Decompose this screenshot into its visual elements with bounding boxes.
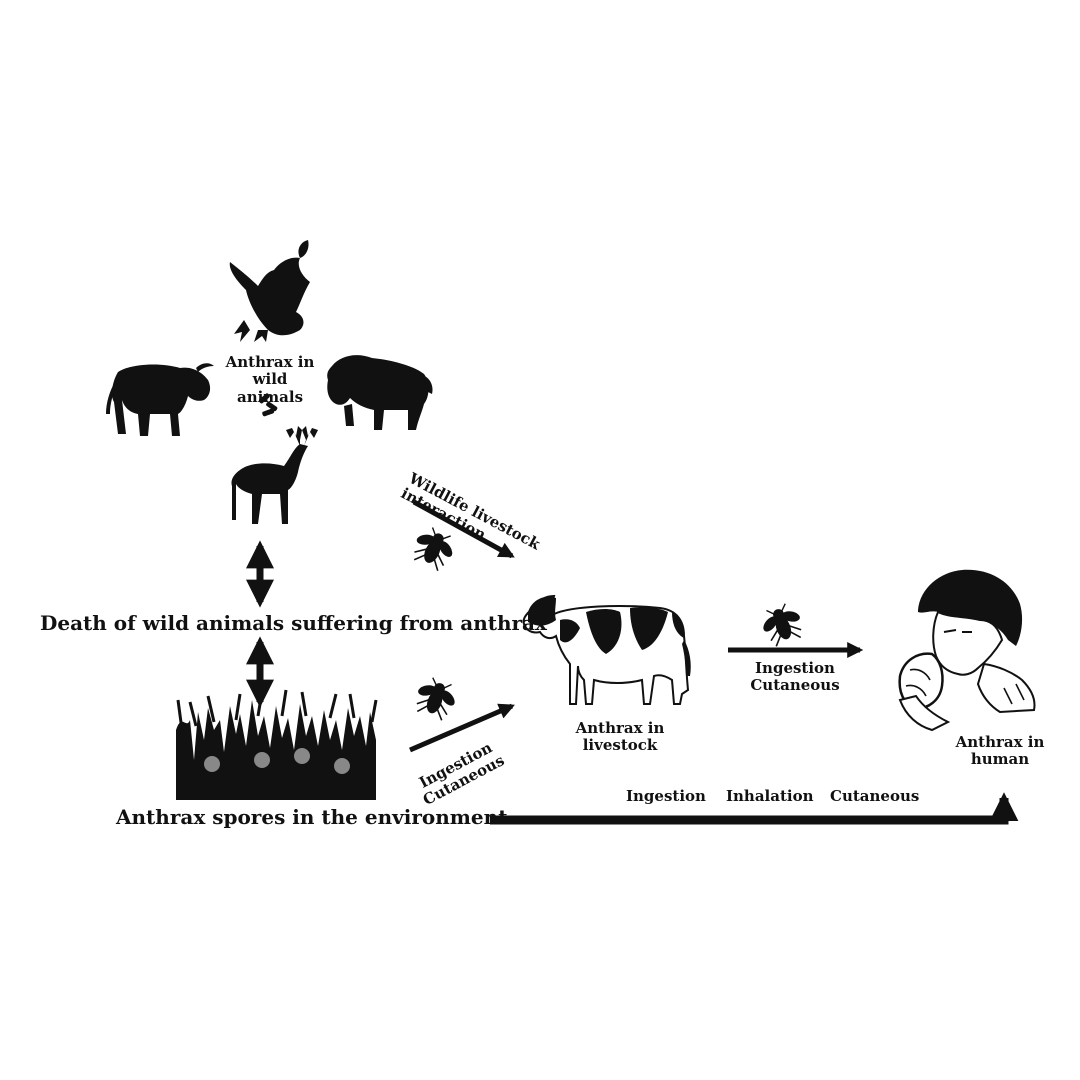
label-livestock: Anthrax in livestock: [575, 719, 665, 755]
fly-icon: [408, 673, 463, 724]
deer-icon: [231, 426, 318, 524]
cow-icon: [522, 594, 691, 705]
grass-spores-icon: [176, 689, 378, 800]
bison-icon: [327, 355, 433, 430]
eagle-icon: [229, 240, 310, 342]
label-death-wild-animals: Death of wild animals suffering from ant…: [40, 611, 547, 635]
arrow-wildlife-livestock: [412, 499, 515, 559]
label-livestock-human-routes: Ingestion Cutaneous: [750, 659, 840, 695]
arrow-env-human: [490, 792, 1019, 825]
fly-icon: [405, 521, 462, 576]
label-human: Anthrax in human: [955, 733, 1045, 769]
buffalo-icon: [106, 363, 214, 436]
bacilli-icon: [258, 393, 278, 417]
label-spores-environment: Anthrax spores in the environment: [116, 805, 508, 829]
arrow-env-livestock: [409, 703, 515, 753]
label-route-inhalation: Inhalation: [726, 787, 814, 805]
label-wild-animals: Anthrax in wild animals: [225, 353, 315, 406]
label-route-ingestion: Ingestion: [626, 787, 706, 805]
sick-human-icon: [898, 569, 1036, 732]
fly-icon: [755, 599, 810, 650]
label-route-cutaneous: Cutaneous: [830, 787, 920, 805]
